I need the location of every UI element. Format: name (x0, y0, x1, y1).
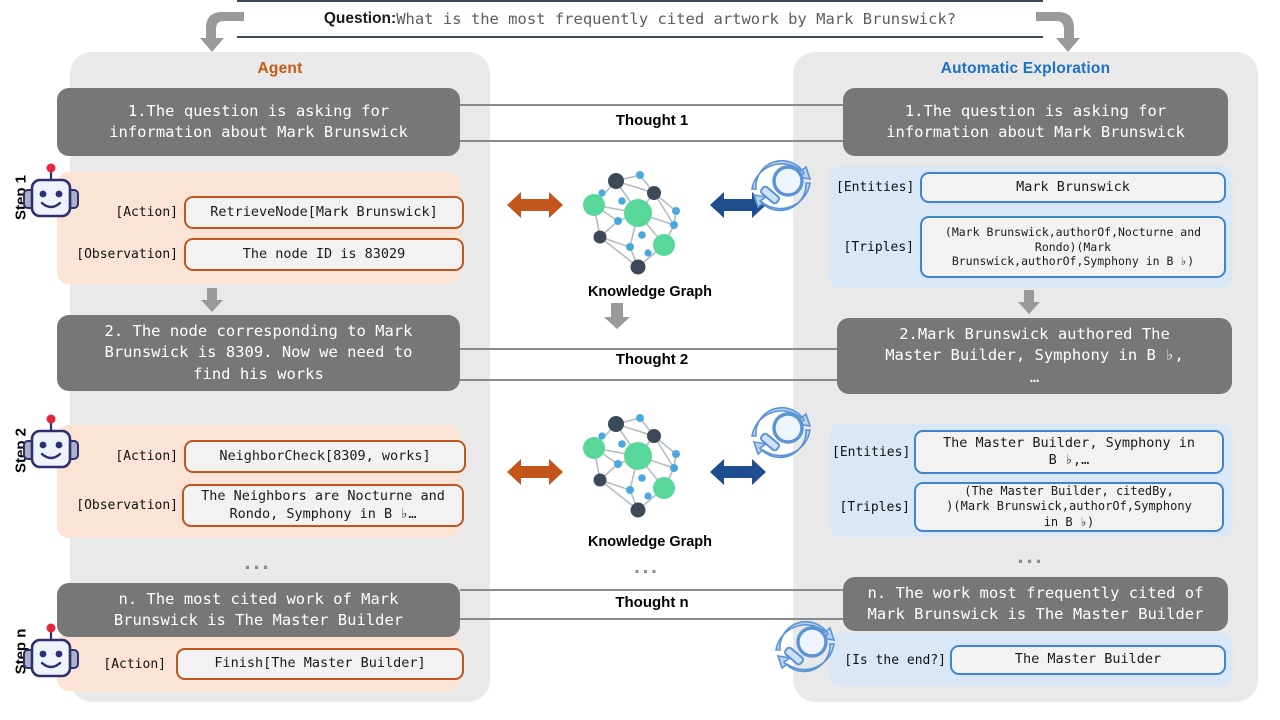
agent-thought-n: n. The most cited work of Mark Brunswick… (57, 583, 460, 637)
robot-icon-step2 (23, 414, 79, 469)
action-key-2: [Action] (115, 449, 178, 464)
gray-down-arrow-icon-left-1 (201, 288, 223, 312)
agent-thought-2: 2. The node corresponding to Mark Brunsw… (57, 315, 460, 391)
observation-key-2: [Observation] (76, 498, 178, 513)
robot-icon-step1 (23, 163, 79, 218)
auto-panel-title: Automatic Exploration (940, 60, 1111, 77)
middle-ellipsis-1: ... (634, 556, 660, 578)
connector-thought1-bottom (460, 140, 845, 142)
question-label: Question: (323, 10, 397, 27)
auto-ellipsis: ... (1017, 543, 1045, 568)
agent-ellipsis: ... (244, 549, 272, 574)
thought-label-2: Thought 2 (582, 351, 722, 368)
connector-thoughtn-bottom (460, 618, 845, 620)
observation-key-1: [Observation] (76, 247, 178, 262)
entities-value-2[interactable]: The Master Builder, Symphony in B ♭,… (914, 430, 1224, 474)
knowledge-graph-2 (583, 414, 680, 518)
gray-down-arrow-icon-right-1 (1018, 290, 1040, 314)
triples-key-2: [Triples] (839, 499, 910, 515)
connector-thought1-top (460, 104, 845, 106)
agent-action-row-n: [Action] Finish[The Master Builder] (90, 648, 464, 680)
triples-value-2[interactable]: (The Master Builder, citedBy, )(Mark Bru… (914, 482, 1224, 532)
triples-value-1[interactable]: (Mark Brunswick,authorOf,Nocturne and Ro… (920, 216, 1226, 278)
connector-thoughtn-top (460, 589, 845, 591)
orange-double-arrow-icon-2 (507, 459, 563, 485)
observation-value-1[interactable]: The node ID is 83029 (184, 238, 464, 271)
curved-gray-arrow-icon-right (1036, 12, 1080, 52)
question-text: What is the most frequently cited artwor… (396, 10, 957, 28)
action-value-1[interactable]: RetrieveNode[Mark Brunswick] (184, 196, 464, 229)
action-key-n: [Action] (103, 656, 166, 672)
agent-observation-row-2: [Observation] The Neighbors are Nocturne… (58, 484, 464, 527)
auto-triples-row-1: [Triples] (Mark Brunswick,authorOf,Noctu… (836, 216, 1226, 278)
robot-icon-stepn (23, 623, 79, 678)
entities-key-1: [Entities] (836, 180, 915, 195)
magnifier-refresh-icon-step2 (751, 406, 812, 459)
question-bar: Question: What is the most frequently ci… (237, 0, 1043, 38)
entities-value-1[interactable]: Mark Brunswick (920, 172, 1226, 203)
gray-down-arrow-icon-middle-1 (604, 303, 630, 329)
thought-label-n: Thought n (582, 594, 722, 611)
auto-thought-1: 1.The question is asking for information… (843, 88, 1228, 156)
connector-thought2-bottom (460, 379, 840, 381)
magnifier-refresh-icon-step1 (751, 159, 812, 212)
auto-thought-n: n. The work most frequently cited of Mar… (843, 577, 1228, 631)
kg-caption-1: Knowledge Graph (587, 284, 713, 300)
observation-value-2[interactable]: The Neighbors are Nocturne and Rondo, Sy… (182, 484, 464, 527)
isend-value[interactable]: The Master Builder (950, 645, 1226, 675)
entities-key-2: [Entities] (832, 444, 911, 460)
kg-caption-2: Knowledge Graph (587, 534, 713, 550)
agent-panel-title: Agent (257, 60, 303, 77)
auto-triples-row-2: [Triples] (The Master Builder, citedBy, … (832, 482, 1224, 532)
magnifier-refresh-icon-stepn (775, 620, 836, 673)
blue-double-arrow-icon-1 (710, 192, 766, 218)
auto-thought-2: 2.Mark Brunswick authored The Master Bui… (837, 318, 1232, 394)
orange-double-arrow-icon-1 (507, 192, 563, 218)
connector-thought2-top (460, 348, 840, 350)
auto-isend-row-n: [Is the end?] The Master Builder (838, 645, 1226, 675)
agent-observation-row-1: [Observation] The node ID is 83029 (60, 238, 464, 271)
curved-gray-arrow-icon-left (200, 12, 244, 52)
auto-entities-row-1: [Entities] Mark Brunswick (836, 172, 1226, 203)
knowledge-graph-1 (583, 171, 680, 275)
thought-label-1: Thought 1 (582, 112, 722, 129)
blue-double-arrow-icon-2 (710, 459, 766, 485)
agent-action-row-1: [Action] RetrieveNode[Mark Brunswick] (90, 196, 464, 229)
action-value-n[interactable]: Finish[The Master Builder] (176, 648, 464, 680)
auto-entities-row-2: [Entities] The Master Builder, Symphony … (832, 430, 1224, 474)
action-key-1: [Action] (115, 205, 178, 220)
triples-key-1: [Triples] (843, 239, 914, 255)
agent-thought-1: 1.The question is asking for information… (57, 88, 460, 156)
agent-action-row-2: [Action] NeighborCheck[8309, works] (90, 440, 466, 473)
isend-key: [Is the end?] (844, 652, 946, 668)
action-value-2[interactable]: NeighborCheck[8309, works] (184, 440, 466, 473)
